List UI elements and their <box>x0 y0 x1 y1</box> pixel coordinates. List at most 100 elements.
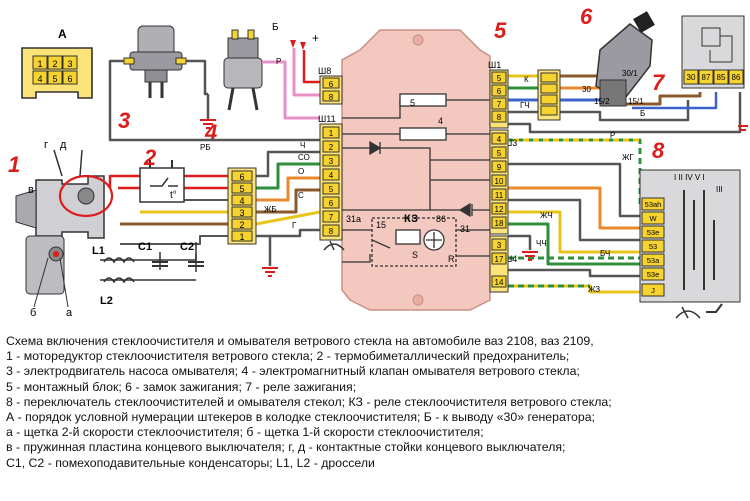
label-b-generator: Б <box>272 22 279 33</box>
mb-pin-s: S <box>412 250 418 260</box>
wire-label-zhg: ЖГ <box>622 153 634 162</box>
w3-pin: 9 <box>497 163 502 172</box>
w4-pin: 14 <box>495 278 504 287</box>
mb-pin-31: 31 <box>460 224 470 234</box>
w3-pin: 5 <box>497 149 502 158</box>
wire-label-o: О <box>298 167 304 176</box>
w1-pin: 6 <box>497 87 502 96</box>
mb-pin-15: 15 <box>376 220 386 230</box>
connector-a-label: А <box>58 27 67 41</box>
label-8: 8 <box>652 138 665 163</box>
connector-w1: Ш1 5 6 7 8 <box>488 60 509 129</box>
connector6-pin: 3 <box>239 208 244 218</box>
connector-a-pin: 4 <box>37 74 42 84</box>
w4-pin: 17 <box>495 255 504 264</box>
w4-title: Ш4 <box>504 254 517 264</box>
caption-line-8: в - пружинная пластина концевого выключа… <box>6 440 566 455</box>
thermal-fuse: 2 t° <box>139 145 185 203</box>
caption-line-9: С1, С2 - помехоподавительные конденсатор… <box>6 455 375 470</box>
w11-pin: 4 <box>329 171 334 180</box>
connector6-pin: 6 <box>239 172 244 182</box>
connector-a-pin: 1 <box>37 59 42 69</box>
w11-pin: 1 <box>329 129 334 138</box>
wire-label-bch: БЧ <box>600 249 610 258</box>
w3-pin: 11 <box>495 191 504 200</box>
wire-label-zhb: ЖБ <box>264 205 277 214</box>
switch8-pin: 53ah <box>645 200 662 209</box>
label-l2: L2 <box>100 295 113 307</box>
motor-connector-6pin: 6 5 4 3 2 1 <box>227 167 257 245</box>
mb-pin-86: 86 <box>436 214 446 224</box>
connector-a-pin: 5 <box>52 74 57 84</box>
w1-pin: 5 <box>497 74 502 83</box>
w3-pin: 10 <box>495 177 504 186</box>
wire-label-b: Б <box>640 109 645 118</box>
label-l1: L1 <box>92 245 105 257</box>
label-c1: C1 <box>138 241 152 253</box>
connector6-pin: 5 <box>239 184 244 194</box>
ignition-relay: 7 30 87 85 86 <box>652 15 745 95</box>
switch8-pin: W <box>649 214 657 223</box>
label-5: 5 <box>494 18 507 43</box>
wire-label-chch: ЧЧ <box>536 239 547 248</box>
thermal-fuse-symbol: t° <box>170 190 177 201</box>
connector-a: А 1 2 3 4 5 6 <box>21 27 93 99</box>
caption: Схема включения стеклоочистителя и омыва… <box>6 334 746 471</box>
wire-label-so: СО <box>298 153 310 162</box>
caption-line-4: 5 - монтажный блок; 6 - замок зажигания;… <box>6 379 357 394</box>
label-1: 1 <box>8 152 20 177</box>
label-7: 7 <box>652 70 666 95</box>
label-3: 3 <box>118 108 130 133</box>
caption-line-2: 1 - моторедуктор стеклоочистителя ветров… <box>6 349 570 364</box>
label-b-brush: б <box>30 307 36 319</box>
ground-symbol-icon <box>262 125 748 277</box>
caption-line-7: а - щетка 2-й скорости стеклоочистителя;… <box>6 425 484 440</box>
label-plus: + <box>312 31 319 45</box>
w8-pin: 6 <box>329 80 334 89</box>
connector-w8: Ш8 6 8 <box>318 66 343 105</box>
inline-connectors <box>537 69 561 121</box>
mb-inner-4: 4 <box>438 116 443 126</box>
ign-t15-1: 15/1 <box>628 97 644 106</box>
label-2: 2 <box>143 145 157 170</box>
mb-pin-r: R <box>448 254 455 264</box>
w11-pin: 3 <box>329 157 334 166</box>
label-g: г <box>44 139 48 151</box>
w11-pin: 2 <box>329 143 334 152</box>
washer-symbol-icon <box>675 303 723 319</box>
w3-pin: 4 <box>497 135 502 144</box>
switch8-pin: 53e <box>647 228 660 237</box>
ignition-switch: 6 30/1 30 15/2 15/1 <box>580 4 655 107</box>
mb-inner-5: 5 <box>410 98 415 108</box>
wire-label-zhz: ЖЗ <box>588 285 600 294</box>
schematic-svg: А 1 2 3 4 5 6 3 4 Б + <box>8 4 748 319</box>
switch8-pin-iii: III <box>716 185 723 194</box>
wire-label-s: С <box>298 191 304 200</box>
switch8-pin: 53e <box>647 270 660 279</box>
w1-title: Ш1 <box>488 60 501 70</box>
wiper-motor-reducer: 1 г д в б а <box>8 139 114 319</box>
label-c2: C2 <box>180 241 194 253</box>
w11-pin: 7 <box>329 213 334 222</box>
connector-a-pin: 6 <box>67 74 72 84</box>
w11-title: Ш11 <box>318 114 336 124</box>
wire-label-ch: Ч <box>300 141 305 150</box>
w1-pin: 7 <box>497 100 502 109</box>
connector-w4: Ш4 3 17 14 <box>489 235 517 293</box>
w8-title: Ш8 <box>318 66 331 76</box>
wire-label-zhch: ЖЧ <box>540 211 553 220</box>
w1-pin: 8 <box>497 113 502 122</box>
mounting-block: 5 5 4 31a 15 КЗ 86 31 S R <box>341 18 507 311</box>
w4-pin: 3 <box>497 241 502 250</box>
relay7-pin: 87 <box>702 73 711 82</box>
connector6-pin: 4 <box>239 196 244 206</box>
connector6-pin: 1 <box>239 232 244 242</box>
wire-label-rb: РБ <box>200 143 211 152</box>
label-a-brush: а <box>66 307 73 319</box>
ign-t30-1: 30/1 <box>622 69 638 78</box>
switch8-roman: I II IV V I <box>674 173 705 182</box>
relay7-pin: 85 <box>717 73 726 82</box>
caption-line-5: 8 - переключатель стеклоочистителей и ом… <box>6 394 612 409</box>
w3-pin: 12 <box>495 205 504 214</box>
caption-line-6: А - порядок условной нумерации штекеров … <box>6 410 595 425</box>
